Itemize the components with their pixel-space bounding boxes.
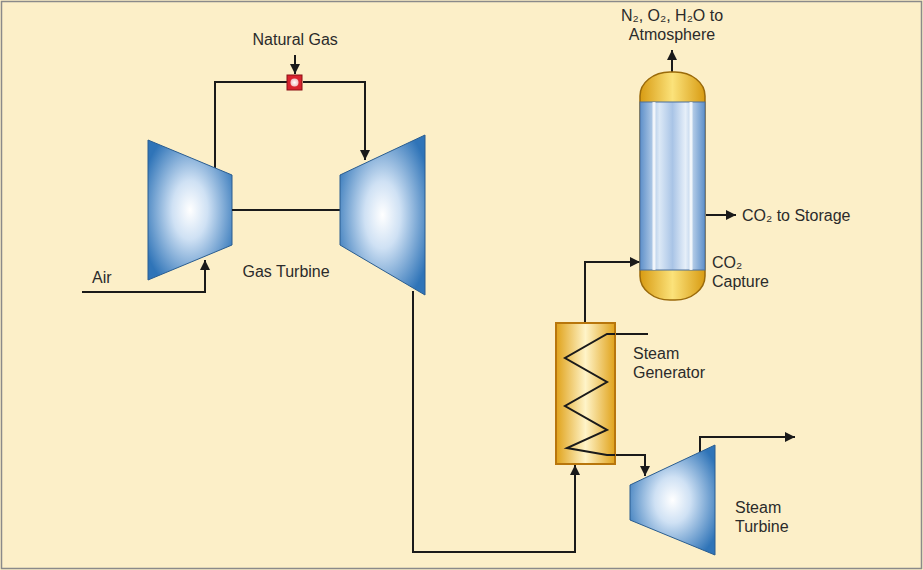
shape-outline	[640, 72, 705, 300]
air-inlet	[82, 260, 205, 292]
component-label: CO₂ Capture	[712, 253, 742, 291]
capture-vessel: CO₂ Capture	[630, 68, 790, 308]
flow-line	[585, 262, 640, 322]
combustor-flame	[291, 79, 299, 87]
input-label: Natural Gas	[253, 30, 338, 49]
capture-vessel-shape	[630, 68, 790, 308]
input-label: Air	[92, 268, 112, 287]
air-duct	[215, 82, 287, 168]
gas-turbine: Gas Turbine	[140, 130, 435, 305]
shape-outline	[555, 322, 616, 465]
fuel-arrow	[294, 55, 296, 74]
component-label: Steam Generator	[633, 344, 663, 382]
steam-turbine-shape	[625, 440, 805, 560]
steam-generator: Steam Generator	[555, 322, 725, 467]
steam-generator-shape	[555, 322, 725, 467]
output-label: N₂, O₂, H₂O to Atmosphere	[620, 6, 724, 44]
output-label: CO₂ to Storage	[742, 206, 850, 225]
flow-line	[616, 455, 645, 476]
shape-outline	[630, 445, 715, 555]
component-label: Steam Turbine	[735, 498, 765, 536]
shape-outline	[340, 135, 425, 295]
component-label: Gas Turbine	[243, 262, 330, 281]
water-inlet	[616, 333, 648, 335]
hot-gas-duct	[303, 82, 365, 160]
co2-outlet	[706, 214, 736, 216]
flow-line	[413, 291, 575, 552]
combustor	[287, 75, 302, 90]
vent-arrow	[671, 50, 673, 72]
steam-turbine: Steam Turbine	[625, 440, 805, 560]
